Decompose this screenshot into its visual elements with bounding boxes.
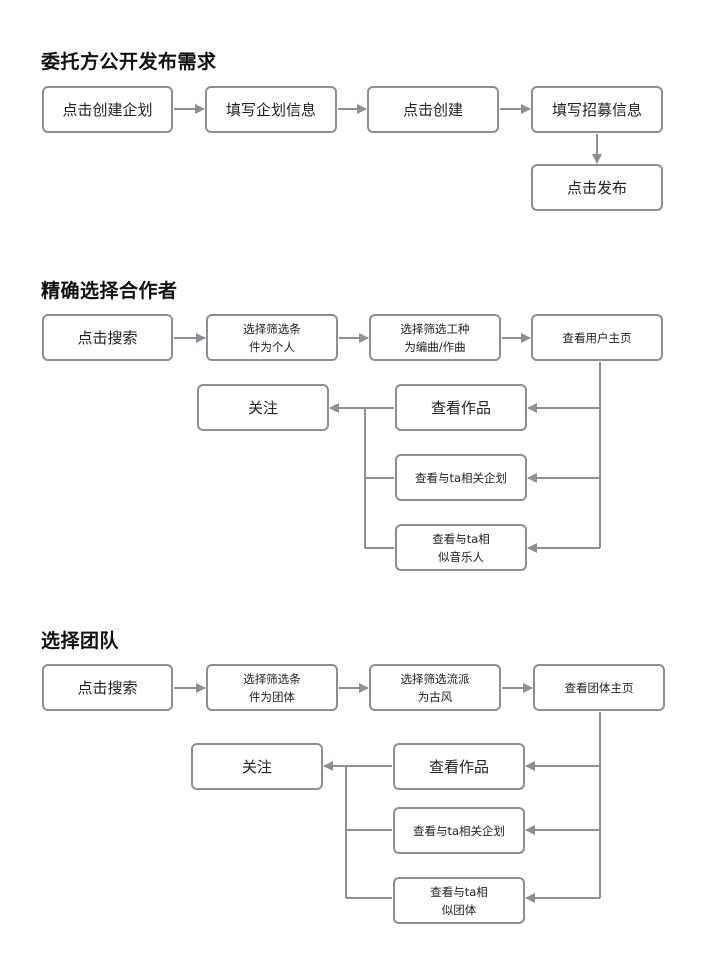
section-title-select-collaborator: 精确选择合作者 (41, 280, 178, 302)
flow-step-view-user-page: 查看用户主页 (531, 314, 663, 361)
flow-step-fill-project-info: 填写企划信息 (205, 86, 337, 133)
flow-step-follow-team: 关注 (191, 743, 323, 790)
branch-view-similar-teams: 查看与ta相似团体 (393, 877, 525, 924)
flow-step-click-create: 点击创建 (367, 86, 499, 133)
flow-step-view-team-page: 查看团体主页 (533, 664, 665, 711)
flow-step-fill-recruit-info: 填写招募信息 (531, 86, 663, 133)
flow-step-filter-individual: 选择筛选条件为个人 (206, 314, 338, 361)
branch-view-works: 查看作品 (395, 384, 527, 431)
flow-step-follow: 关注 (197, 384, 329, 431)
flow-step-filter-genre: 选择筛选流派为古风 (369, 664, 501, 711)
branch-view-related-projects: 查看与ta相关企划 (395, 454, 527, 501)
branch-view-team-works: 查看作品 (393, 743, 525, 790)
branch-view-team-related-projects: 查看与ta相关企划 (393, 807, 525, 854)
section-title-publish: 委托方公开发布需求 (41, 51, 217, 73)
flow-step-click-publish: 点击发布 (531, 164, 663, 211)
flow-step-filter-team: 选择筛选条件为团体 (206, 664, 338, 711)
section-title-select-team: 选择团队 (41, 630, 120, 652)
flow-step-filter-role: 选择筛选工种为编曲/作曲 (369, 314, 501, 361)
branch-view-similar-musicians: 查看与ta相似音乐人 (395, 524, 527, 571)
flow-step-click-create-project: 点击创建企划 (42, 86, 173, 133)
flow-step-click-search-team: 点击搜索 (42, 664, 173, 711)
flow-step-click-search: 点击搜索 (42, 314, 173, 361)
